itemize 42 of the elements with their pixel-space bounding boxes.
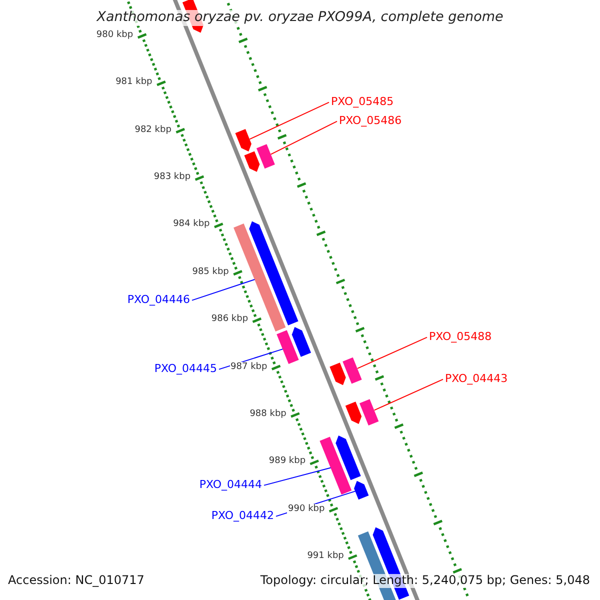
scale-label: 991 kbp [306,551,345,562]
gene-label: PXO_04445 [154,363,217,376]
gene-label: PXO_05486 [339,115,402,128]
footer-note: Topology: circular; Length: 5,240,075 bp; Genes: 5,048 [260,574,590,588]
gene-bar [256,144,275,169]
gene-feature [336,435,361,480]
gene-label: PXO_04443 [445,373,508,386]
scale-label: 988 kbp [248,408,288,420]
leader-line [356,336,428,369]
leader-line [249,102,330,140]
leader-line [192,279,256,301]
gene-label: PXO_05488 [429,331,492,344]
scale-label: 981 kbp [114,77,154,88]
gene-feature [330,362,346,386]
scale-label: 987 kbp [230,362,268,372]
gene-label: PXO_04446 [127,294,190,307]
gene-bar [342,357,362,384]
gene-feature [292,326,312,357]
scale-label: 982 kbp [134,124,172,136]
scale-label: 984 kbp [172,219,211,230]
gene-feature [235,129,252,152]
gene-bar [360,399,379,426]
scale-label: 983 kbp [152,172,192,182]
gene-bar [234,224,286,332]
scale-label: 990 kbp [287,504,326,514]
gene-label: PXO_04442 [211,510,274,523]
gene-feature [244,151,260,172]
leader-line [264,467,332,486]
scale-label: 989 kbp [268,456,307,467]
scale-label: 980 kbp [95,30,134,40]
gene-feature [354,480,369,500]
scale-label: 985 kbp [191,266,230,278]
footer-note: Accession: NC_010717 [8,574,144,588]
leader-line [270,120,338,155]
leader-line [374,378,444,411]
scale-label: 986 kbp [210,314,250,325]
gene-feature [345,402,362,424]
gene-bar [276,330,299,364]
gene-feature [249,221,298,326]
gene-label: PXO_04444 [199,479,262,492]
gene-bar [320,436,352,495]
gene-label: PXO_05485 [331,96,394,109]
